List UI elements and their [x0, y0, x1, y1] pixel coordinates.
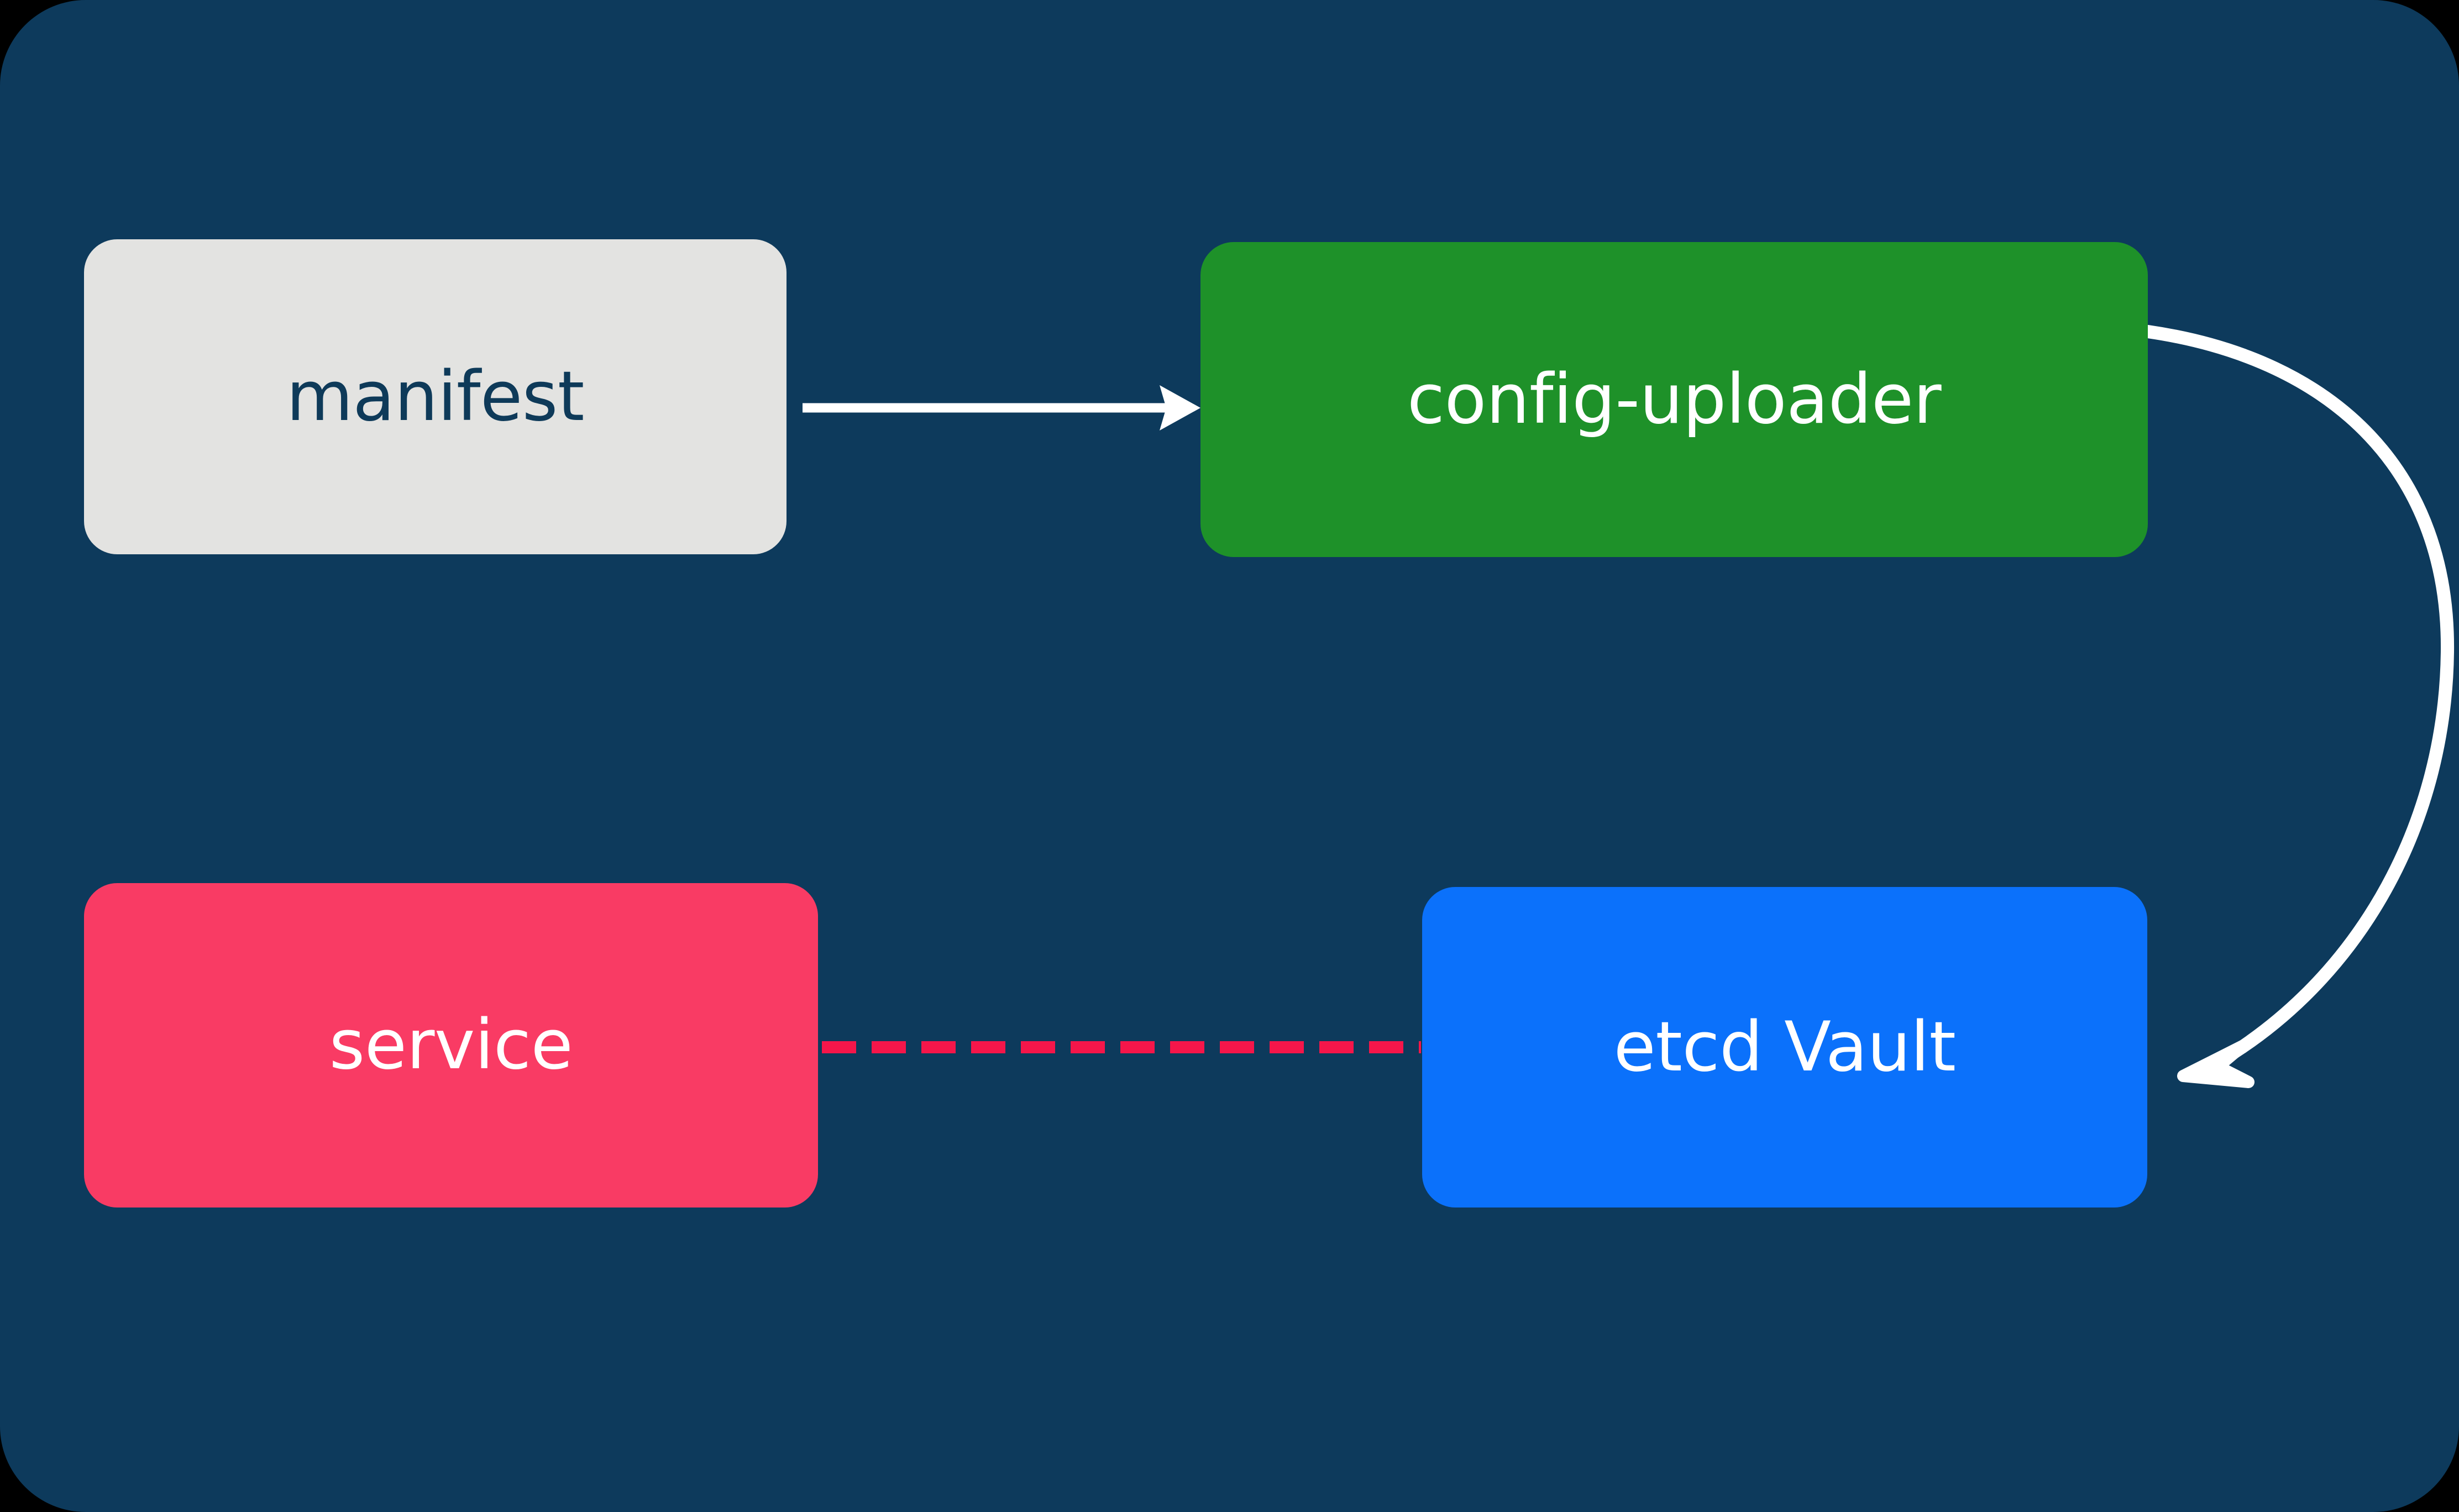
edge-curve	[2141, 325, 2455, 1078]
node-manifest-label: manifest	[286, 356, 584, 437]
node-etcd-vault[interactable]: etcd Vault	[1422, 887, 2147, 1208]
node-config-uploader[interactable]: config-uploader	[1200, 242, 2148, 557]
node-service-label: service	[329, 1005, 573, 1085]
node-config-uploader-label: config-uploader	[1407, 359, 1942, 439]
node-service[interactable]: service	[84, 883, 818, 1208]
edge-manifest-to-config-uploader	[803, 385, 1200, 431]
arrowhead-icon	[1160, 385, 1200, 431]
edge-config-uploader-to-etcd-vault	[2141, 325, 2455, 1088]
node-manifest[interactable]: manifest	[84, 239, 787, 554]
arrowhead-icon	[2177, 1040, 2254, 1088]
node-etcd-vault-label: etcd Vault	[1613, 1007, 1956, 1087]
